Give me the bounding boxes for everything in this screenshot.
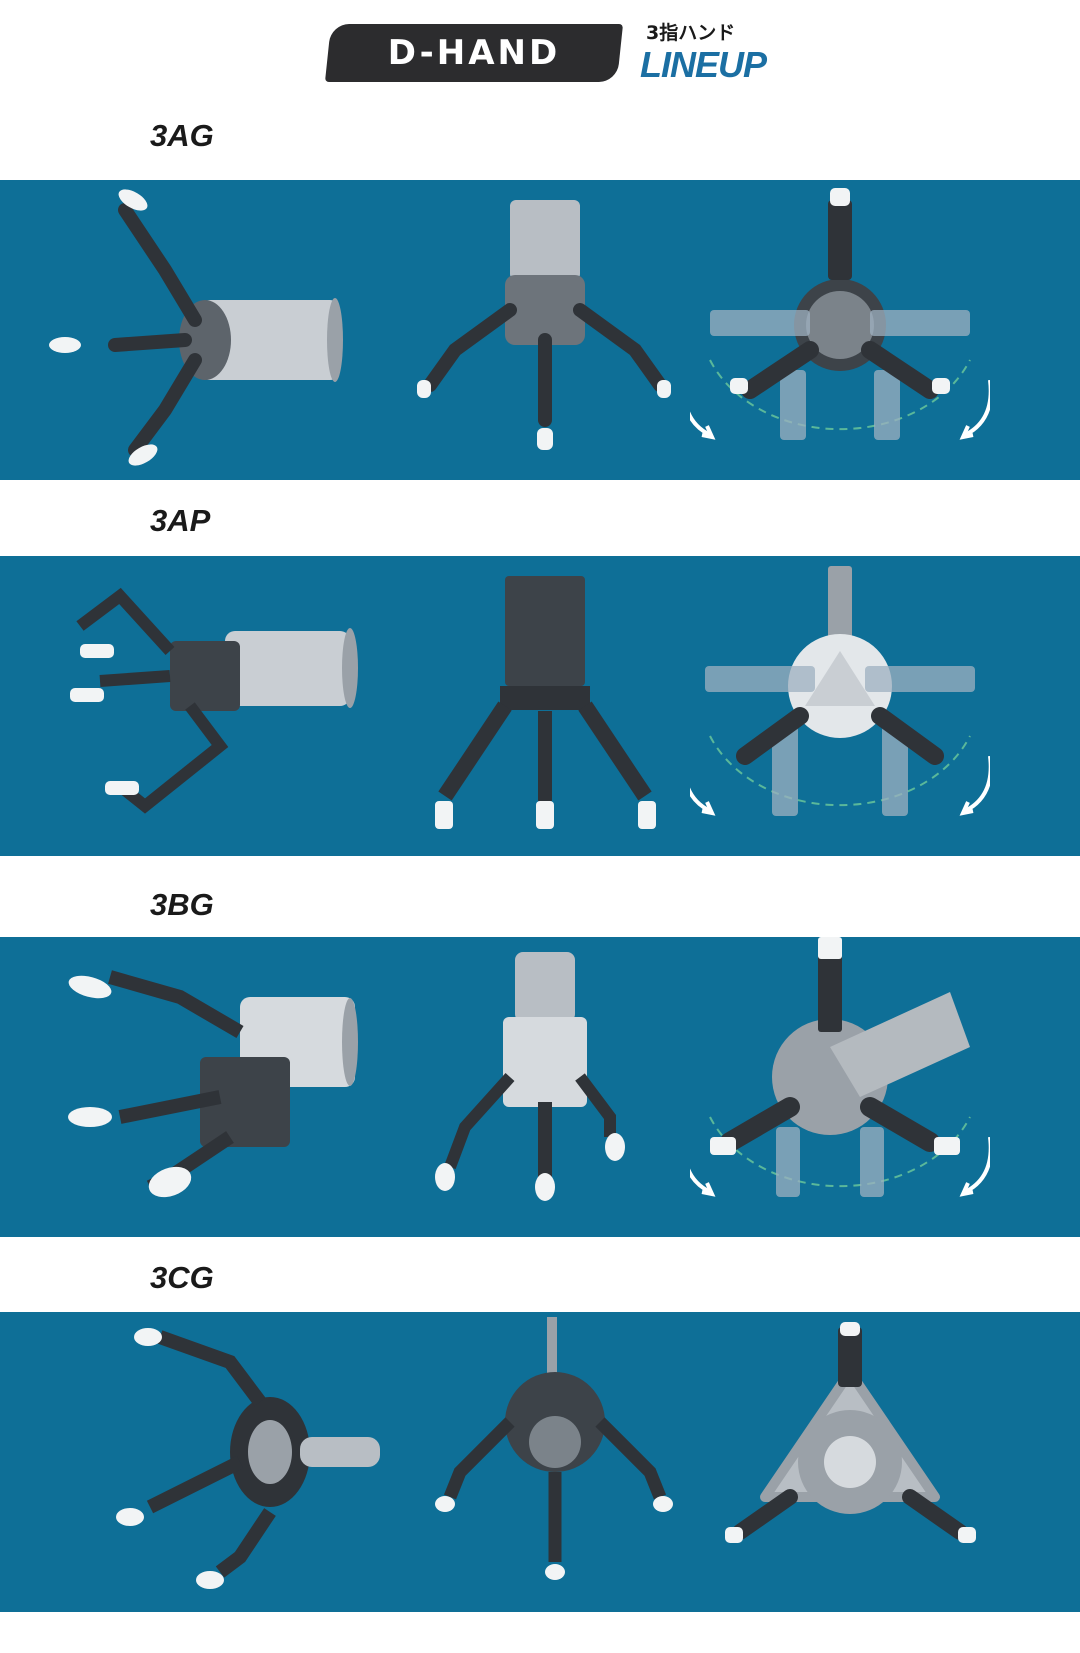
model-label-3bg: 3BG [150,887,214,922]
model-band-3ag [0,180,1080,480]
rotate-arrow-left-icon [690,411,716,440]
top-view-image [690,937,990,1237]
rotate-arrow-right-icon [959,1137,990,1197]
front-view-image [395,180,695,480]
side-view-image [45,180,345,480]
model-band-3bg [0,937,1080,1237]
model-band-3ap [0,556,1080,856]
side-view-image [60,937,360,1237]
rotate-arrow-right-icon [959,756,990,816]
side-view-image [90,1312,390,1612]
model-band-3cg [0,1312,1080,1612]
rotate-arrow-right-icon [959,380,990,440]
lineup-title: LINEUP [640,44,767,85]
subtitle-jp: 3指ハンド [646,22,736,44]
side-view-image [60,556,360,856]
top-view-image [690,180,990,480]
model-label-3ag: 3AG [150,118,214,153]
model-label-3ap: 3AP [150,503,211,538]
front-view-image [395,937,695,1237]
top-view-image [700,1312,1000,1612]
rotate-arrow-left-icon [690,787,716,816]
page-header: D-HAND 3指ハンド LINEUP [0,0,1080,110]
front-view-image [395,556,695,856]
model-label-3cg: 3CG [150,1260,214,1295]
logo-text: D-HAND [387,33,561,73]
rotate-arrow-left-icon [690,1168,716,1197]
front-view-image [405,1312,705,1612]
top-view-image [690,556,990,856]
